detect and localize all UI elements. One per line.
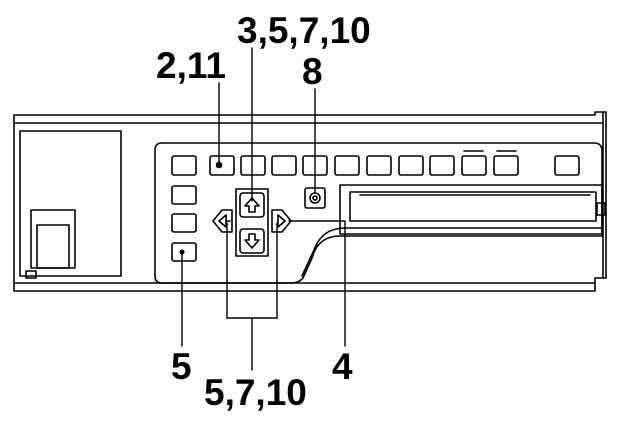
top-button[interactable]: [398, 155, 424, 176]
control-panel: [154, 142, 603, 284]
disc-slot: [339, 184, 606, 235]
side-button[interactable]: [171, 213, 197, 233]
top-button[interactable]: [271, 155, 297, 176]
callout-4: 4: [332, 346, 353, 387]
callout-5-7-10: 5,7,10: [204, 372, 307, 413]
callout-leaders: [181, 47, 346, 371]
top-button[interactable]: [554, 155, 580, 176]
arrow-right-icon[interactable]: [271, 209, 292, 233]
top-button[interactable]: [334, 155, 360, 176]
chassis: [13, 111, 607, 292]
leader-dots: [179, 249, 185, 255]
left-button-column: [171, 185, 197, 262]
top-button-row: [171, 150, 580, 176]
top-button[interactable]: [240, 155, 266, 176]
left-compartment: [19, 130, 122, 279]
arrow-left-icon[interactable]: [212, 209, 233, 233]
top-button[interactable]: [171, 155, 197, 176]
top-button-2[interactable]: [209, 155, 235, 176]
top-button[interactable]: [366, 155, 392, 176]
callout-2-11: 2,11: [156, 45, 226, 86]
top-button[interactable]: [461, 155, 487, 176]
side-button-5[interactable]: [171, 242, 197, 262]
side-button[interactable]: [171, 185, 197, 205]
top-button[interactable]: [493, 155, 519, 176]
callout-8: 8: [302, 51, 323, 92]
top-button[interactable]: [429, 155, 455, 176]
callout-3-5-7-10: 3,5,7,10: [237, 10, 371, 51]
callout-5: 5: [171, 346, 192, 387]
arrow-down-icon[interactable]: [239, 228, 265, 254]
